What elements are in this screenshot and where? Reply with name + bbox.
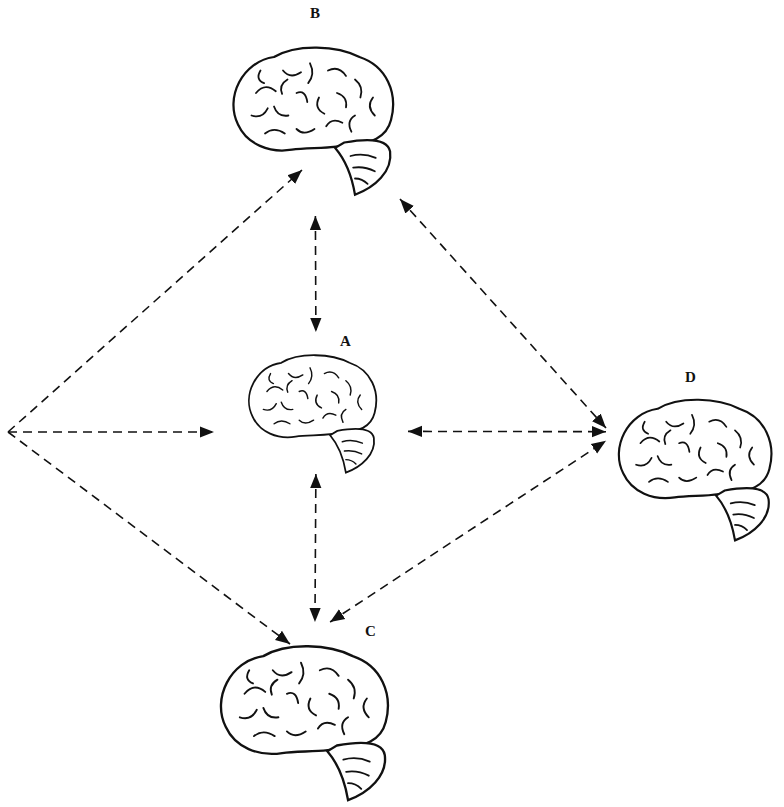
source-arrow: [8, 431, 214, 433]
brain-node: B: [220, 4, 400, 216]
brain-node: D: [606, 368, 778, 550]
brain-letter: A: [338, 332, 353, 350]
dashed-connector: [315, 216, 317, 332]
dashed-connector: [330, 441, 606, 622]
brain-letter: C: [363, 622, 378, 640]
dashed-connector: [408, 431, 606, 433]
brain-node: C: [204, 622, 398, 802]
brain-drawing: [220, 24, 400, 216]
brain-drawing: [204, 642, 398, 802]
dashed-connector: [400, 199, 606, 428]
brain-drawing: [212, 352, 408, 474]
dashed-connector: [314, 474, 317, 622]
brain-letter: D: [683, 368, 698, 386]
source-arrow: [8, 432, 290, 644]
brain-node: A: [212, 332, 408, 474]
brain-drawing: [606, 388, 778, 550]
brain-letter: B: [308, 4, 322, 22]
